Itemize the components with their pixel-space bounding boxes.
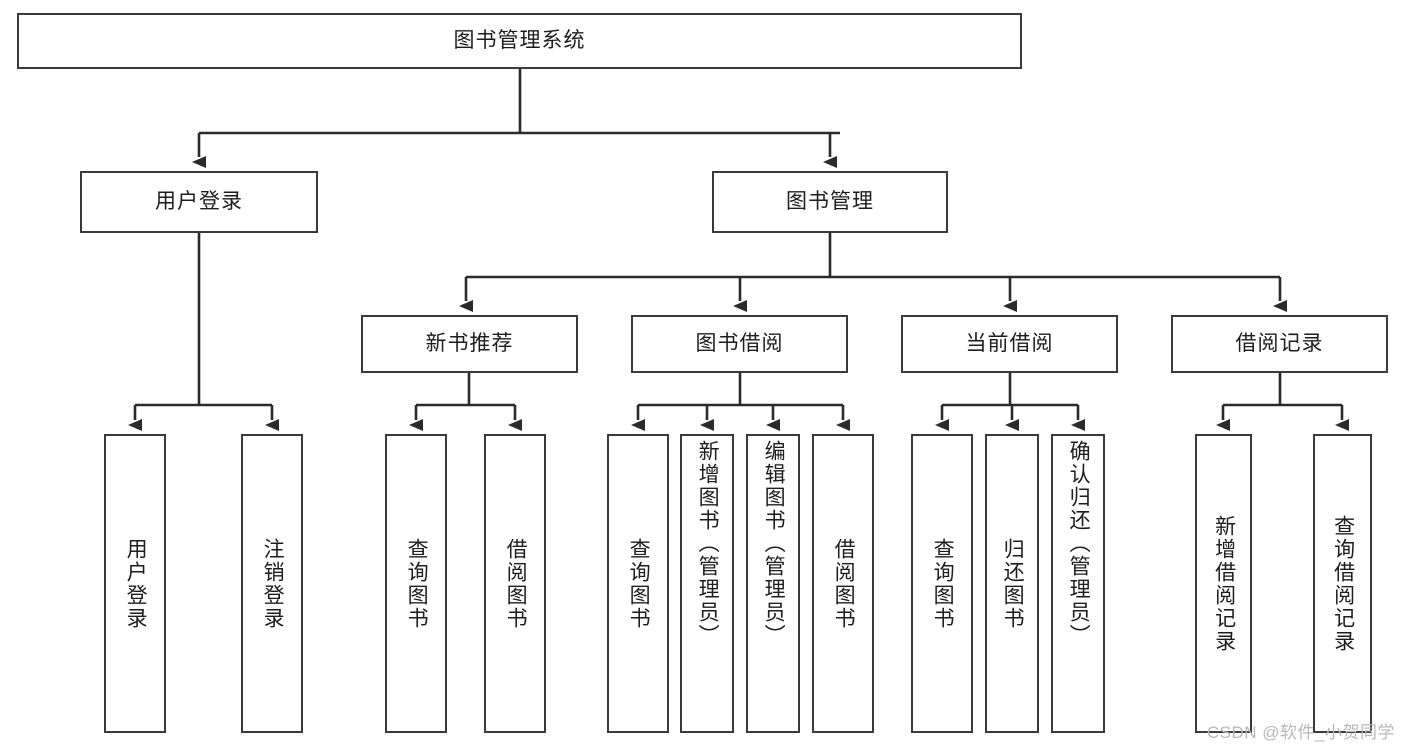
leaf-logout-label: 注销登录 <box>261 537 285 630</box>
node-book-management-label: 图书管理 <box>786 189 874 213</box>
leaf-query-borrow-record-label: 查询借阅记录 <box>1331 514 1355 653</box>
node-root[interactable]: 图书管理系统 <box>17 13 1022 69</box>
node-book-management[interactable]: 图书管理 <box>712 171 948 233</box>
leaf-query-books-current-label: 查询图书 <box>931 537 955 630</box>
leaf-query-books-recommend-label: 查询图书 <box>405 537 429 630</box>
watermark: CSDN @软件_小贺同学 <box>1206 723 1395 742</box>
leaf-add-book-admin[interactable]: 新增图书（管理员） <box>680 434 734 733</box>
leaf-edit-book-admin-label: 编辑图书（管理员） <box>762 440 786 647</box>
leaf-borrow-books-recommend-label: 借阅图书 <box>504 537 528 630</box>
node-borrow-records[interactable]: 借阅记录 <box>1171 315 1388 373</box>
leaf-query-books-recommend[interactable]: 查询图书 <box>385 434 447 733</box>
leaf-borrow-books[interactable]: 借阅图书 <box>812 434 874 733</box>
leaf-logout[interactable]: 注销登录 <box>241 434 303 733</box>
leaf-query-books-borrow[interactable]: 查询图书 <box>607 434 669 733</box>
node-user-login[interactable]: 用户登录 <box>80 171 318 233</box>
node-current-borrow[interactable]: 当前借阅 <box>901 315 1118 373</box>
node-user-login-label: 用户登录 <box>155 189 243 213</box>
leaf-add-book-admin-label: 新增图书（管理员） <box>696 440 720 647</box>
leaf-add-borrow-record[interactable]: 新增借阅记录 <box>1195 434 1252 733</box>
leaf-query-books-borrow-label: 查询图书 <box>627 537 651 630</box>
leaf-confirm-return-admin[interactable]: 确认归还（管理员） <box>1051 434 1105 733</box>
leaf-return-books[interactable]: 归还图书 <box>985 434 1039 733</box>
leaf-confirm-return-admin-label: 确认归还（管理员） <box>1067 440 1091 647</box>
leaf-query-books-current[interactable]: 查询图书 <box>911 434 973 733</box>
leaf-user-login-label: 用户登录 <box>124 537 148 630</box>
node-current-borrow-label: 当前借阅 <box>965 331 1054 355</box>
node-new-book-recommend-label: 新书推荐 <box>425 331 514 355</box>
node-new-book-recommend[interactable]: 新书推荐 <box>361 315 578 373</box>
leaf-return-books-label: 归还图书 <box>1001 537 1025 630</box>
node-root-label: 图书管理系统 <box>453 28 586 52</box>
node-book-borrow[interactable]: 图书借阅 <box>631 315 848 373</box>
node-book-borrow-label: 图书借阅 <box>695 331 784 355</box>
leaf-user-login[interactable]: 用户登录 <box>104 434 166 733</box>
leaf-borrow-books-recommend[interactable]: 借阅图书 <box>484 434 546 733</box>
leaf-query-borrow-record[interactable]: 查询借阅记录 <box>1313 434 1372 733</box>
node-borrow-records-label: 借阅记录 <box>1235 331 1324 355</box>
leaf-edit-book-admin[interactable]: 编辑图书（管理员） <box>746 434 800 733</box>
leaf-add-borrow-record-label: 新增借阅记录 <box>1212 514 1236 653</box>
leaf-borrow-books-label: 借阅图书 <box>832 537 856 630</box>
